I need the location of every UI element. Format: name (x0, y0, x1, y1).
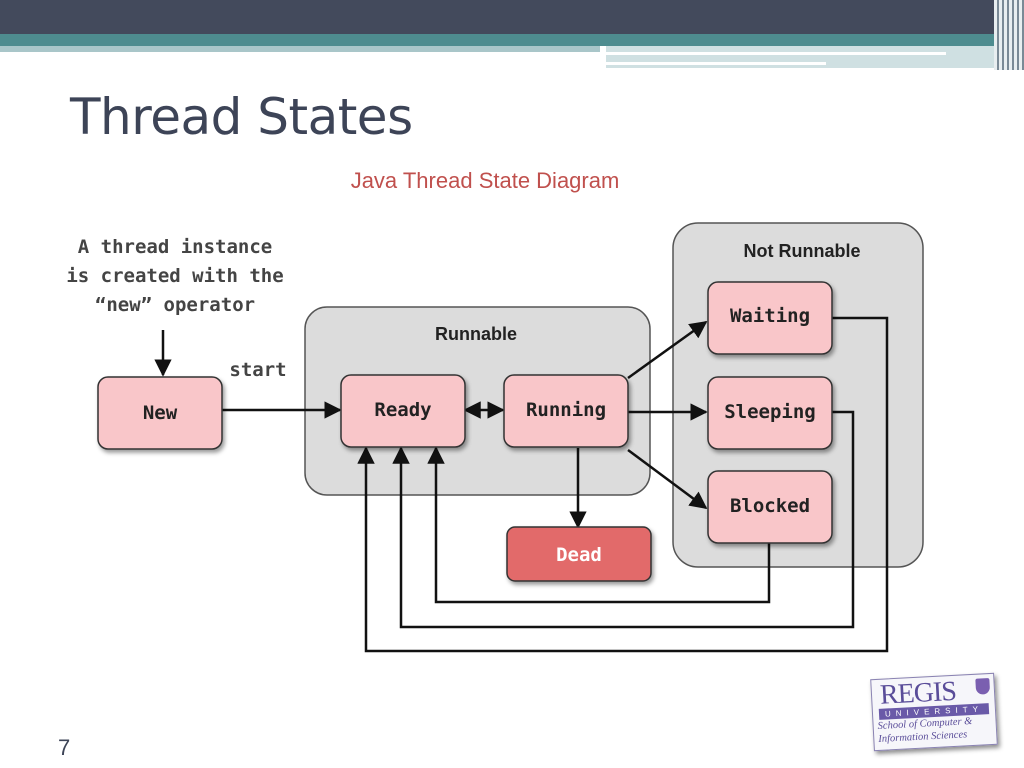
header-right-line-short (606, 62, 826, 65)
slide-title: Thread States (70, 88, 413, 146)
state-dead: Dead (506, 526, 652, 582)
arrow-blocked-to-ready (427, 446, 771, 604)
arrow-waiting-to-ready (357, 316, 889, 653)
page-number: 7 (58, 735, 71, 760)
logo-school-line-2: Information Sciences (878, 729, 968, 745)
header-light-band (0, 46, 600, 52)
state-running-label: Running (526, 399, 606, 421)
annotation-line-3: “new” operator (95, 294, 255, 316)
runnable-group-label: Runnable (435, 324, 517, 344)
state-ready-label: Ready (374, 399, 431, 421)
connectors (154, 316, 889, 653)
state-ready: Ready (340, 374, 466, 448)
header-stripes (994, 0, 1024, 70)
arrow-sleeping-to-ready (392, 410, 855, 629)
arrow-running-to-blocked (627, 448, 708, 510)
not-runnable-group-label: Not Runnable (744, 241, 861, 261)
runnable-group (304, 306, 651, 496)
state-running: Running (503, 374, 629, 448)
state-dead-label: Dead (556, 544, 602, 566)
state-sleeping-label: Sleeping (724, 401, 816, 423)
annotation-line-1: A thread instance (78, 236, 272, 258)
state-new: New (97, 376, 223, 450)
state-waiting: Waiting (707, 281, 833, 355)
annotation-line-2: is created with the (66, 265, 283, 287)
state-blocked: Blocked (707, 470, 833, 544)
diagram-title: Java Thread State Diagram (351, 168, 620, 193)
header-teal-band (0, 34, 1024, 46)
state-sleeping: Sleeping (707, 376, 833, 450)
header-bar (0, 0, 1024, 34)
state-new-label: New (143, 402, 178, 424)
state-waiting-label: Waiting (730, 305, 810, 327)
regis-university-logo: REGIS UNIVERSITY School of Computer & In… (870, 672, 998, 752)
start-label: start (229, 359, 286, 381)
arrow-running-to-waiting (627, 320, 708, 380)
header-right-line (606, 52, 946, 55)
shield-icon (975, 678, 991, 695)
state-blocked-label: Blocked (730, 495, 810, 517)
